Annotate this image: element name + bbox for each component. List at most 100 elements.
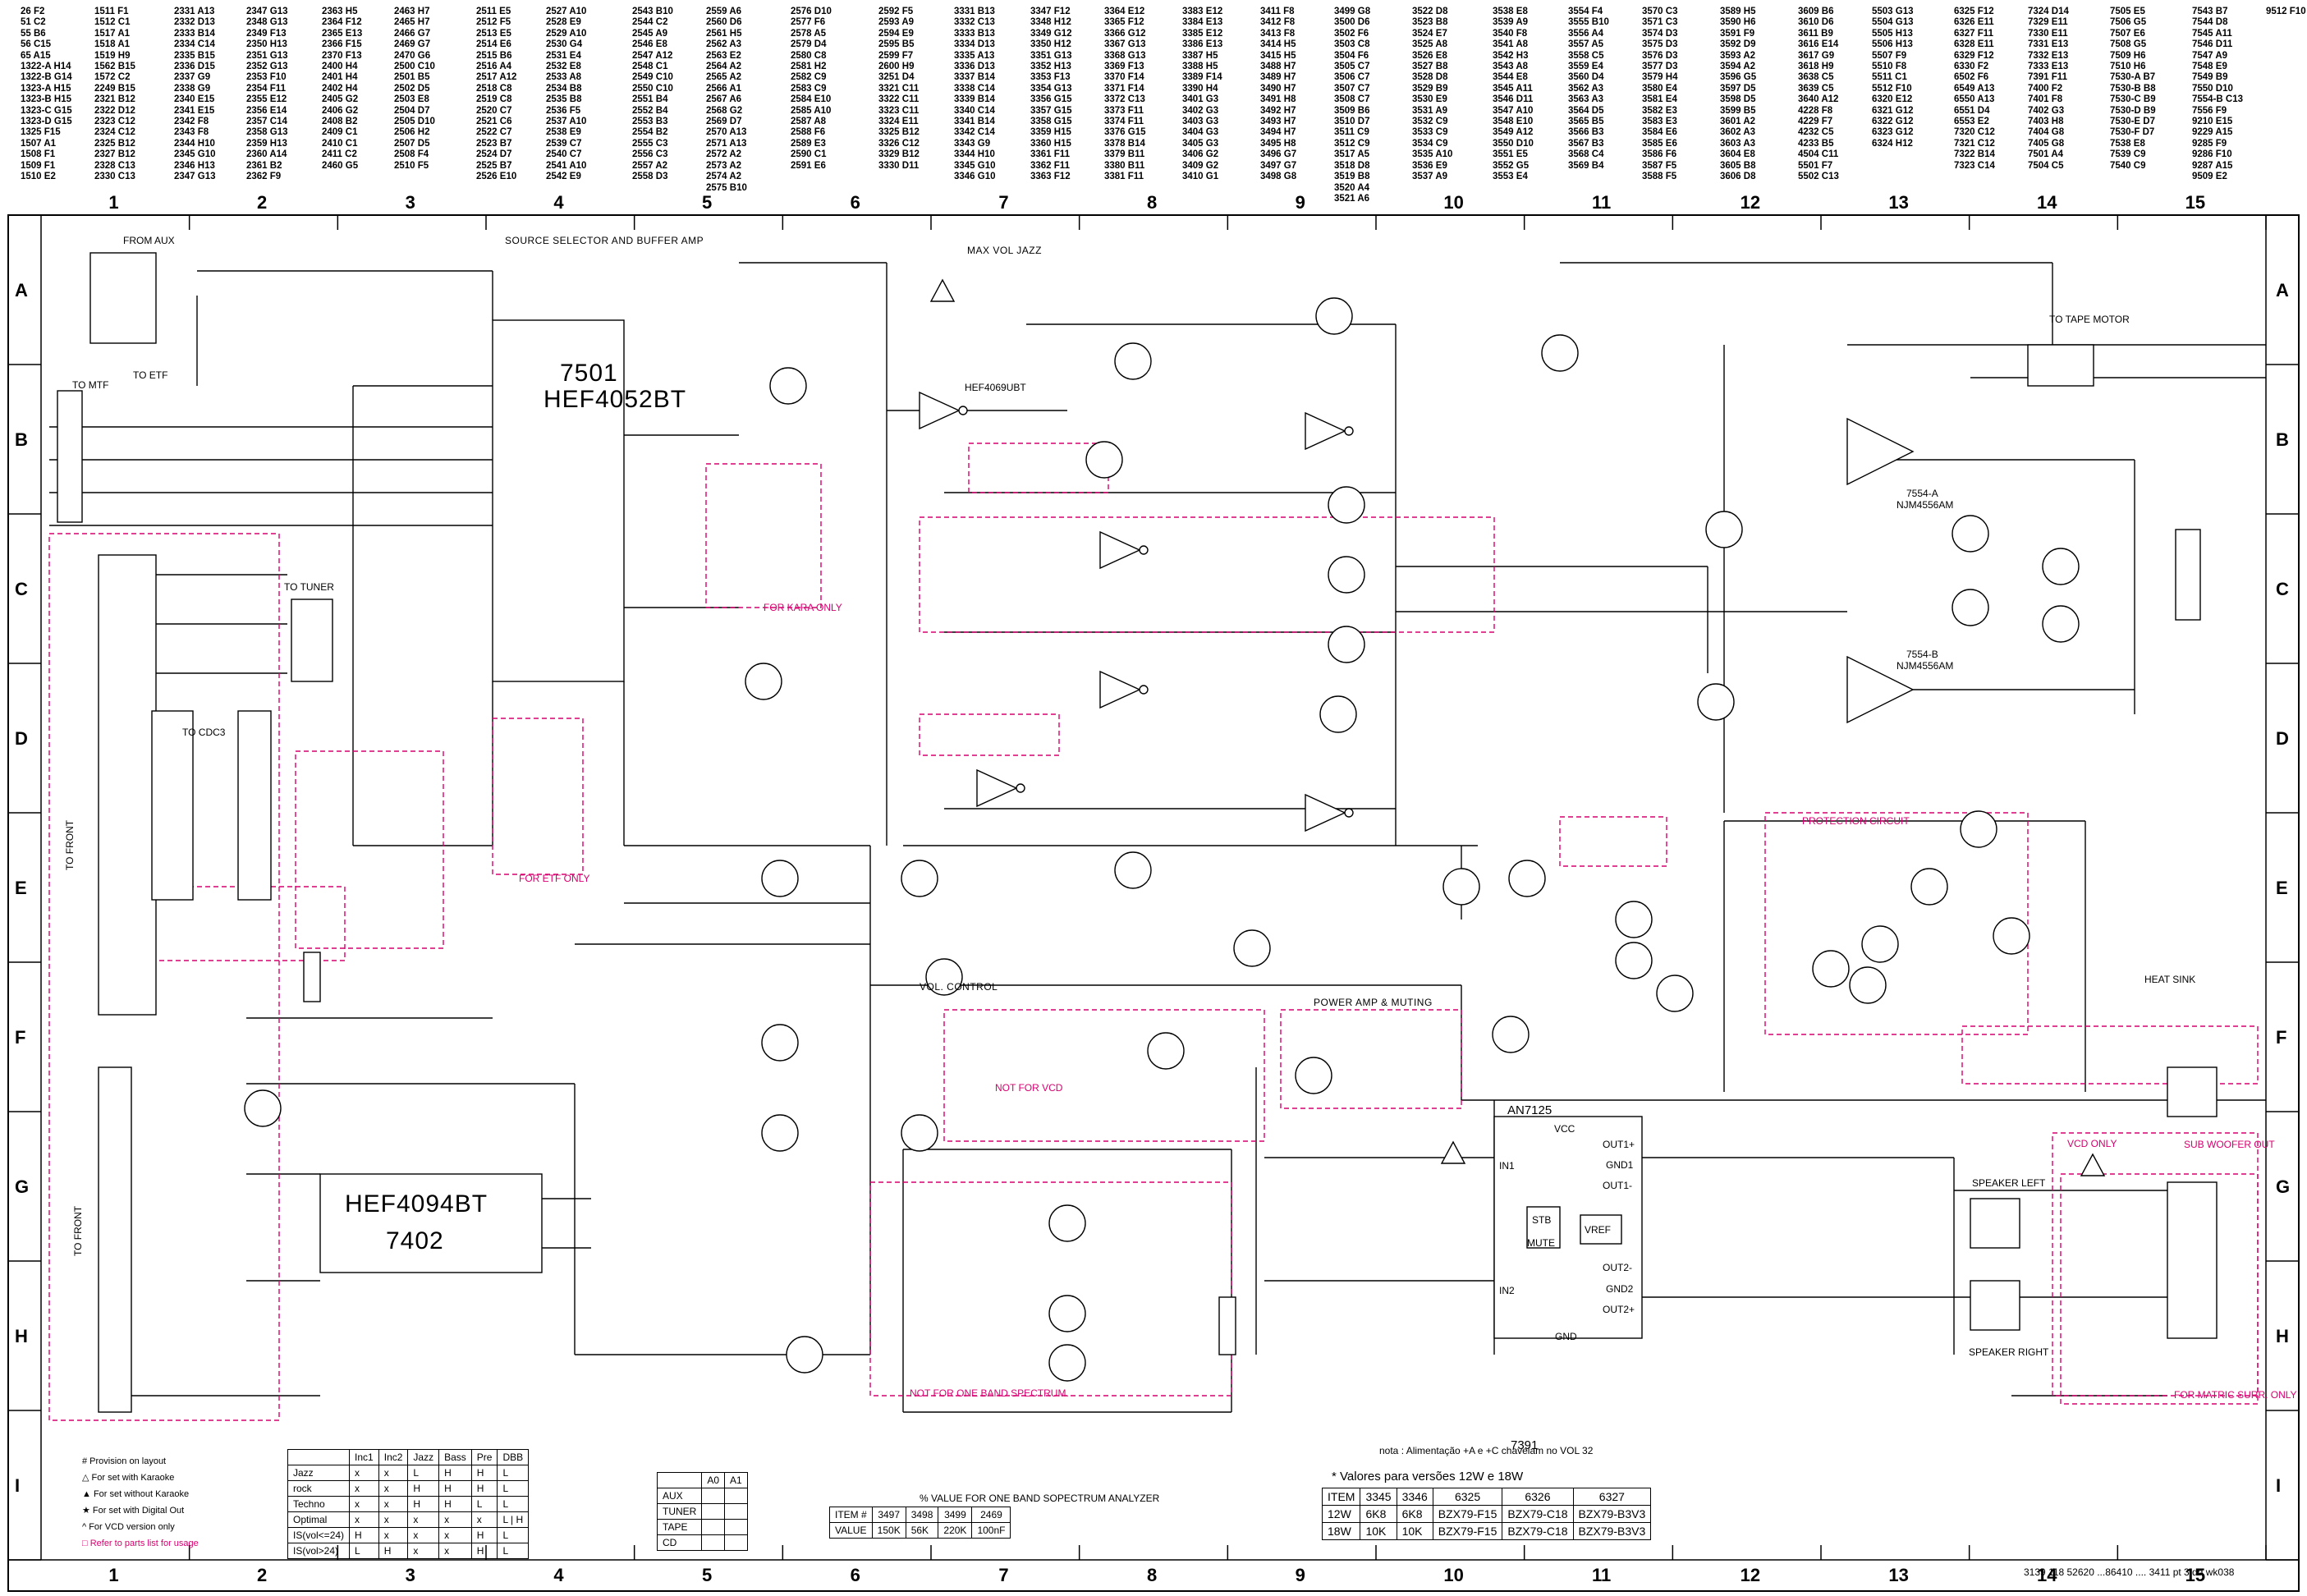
transistor (1508, 860, 1546, 897)
grid-row-letter: G (2276, 1176, 2291, 1197)
an7125-out1m: OUT1- (1603, 1180, 1632, 1191)
index-column: 2347 G13 2348 G13 2349 F13 2350 H13 2351… (246, 7, 288, 182)
table-cell: x (407, 1543, 440, 1559)
index-column: 3364 E12 3365 F12 3366 G12 3367 G13 3368… (1104, 7, 1146, 182)
an7125-in2: IN2 (1499, 1285, 1515, 1296)
table-cell: L (407, 1465, 440, 1481)
index-column: 2331 A13 2332 D13 2333 B14 2334 C14 2335… (174, 7, 216, 182)
transistor (1319, 695, 1357, 733)
transistor (1952, 589, 1989, 626)
table-cell: x (349, 1480, 379, 1497)
grid-column-number: 4 (553, 192, 564, 213)
connector-tape-motor (2027, 344, 2094, 387)
table-header-cell: 3499 (938, 1507, 973, 1523)
table-cell: H (407, 1480, 440, 1497)
grid-column-number: 1 (108, 1565, 119, 1585)
grid-row-letter: B (15, 429, 28, 450)
table-cell: x (349, 1496, 379, 1512)
title-to-mtf: TO MTF (72, 379, 109, 391)
gate-bubble (1139, 685, 1149, 695)
title-for-kara-only: FOR KARA ONLY (764, 602, 842, 613)
table-header-cell: ITEM # (829, 1507, 873, 1523)
table-header-cell: Pre (470, 1449, 498, 1465)
ic7554a-part: NJM4556AM (1897, 499, 1954, 511)
transistor (244, 1089, 282, 1127)
table-header-cell: Inc2 (378, 1449, 409, 1465)
speaker-right-1 (1970, 1280, 2020, 1331)
gate-bubble (958, 406, 968, 415)
grid-column-number: 6 (850, 1565, 860, 1585)
gate-bubble (1139, 545, 1149, 555)
transistor (1442, 868, 1480, 906)
title-to-cdc3: TO CDC3 (182, 727, 226, 738)
grid-column-number: 6 (850, 192, 860, 213)
gate-triangle (1099, 670, 1141, 709)
table-cell: x (407, 1511, 440, 1528)
table-cell: x (349, 1465, 379, 1481)
option-boundary (295, 750, 444, 949)
option-boundary (1280, 1009, 1462, 1109)
version-caption: * Valores para versões 12W e 18W (1332, 1470, 1524, 1484)
grid-column-number: 15 (2185, 192, 2206, 213)
table-row: TUNER (656, 1503, 748, 1520)
table-cell: x (378, 1465, 409, 1481)
table-header-cell: 2469 (971, 1507, 1011, 1523)
connector-front-top (98, 554, 157, 1016)
title-power-amp: POWER AMP & MUTING (1314, 997, 1433, 1008)
table-cell: L | H (497, 1511, 530, 1528)
table-cell: IS(vol<=24) (287, 1527, 351, 1543)
warning-triangle (1440, 1140, 1466, 1164)
grid-column-number: 1 (108, 192, 119, 213)
legend-item: ^ For VCD version only (82, 1522, 175, 1532)
an7125-out1p: OUT1+ (1603, 1139, 1635, 1150)
transistor (1492, 1016, 1530, 1053)
gate-triangle (1099, 530, 1141, 570)
ic7554b-ref: 7554-B (1906, 649, 1938, 660)
grid-row-letter: D (15, 728, 28, 749)
title-to-front-top: TO FRONT (64, 819, 76, 870)
ic7501-part: HEF4052BT (543, 386, 687, 413)
option-boundary (492, 718, 584, 875)
transistor (2042, 605, 2080, 643)
index-column: 2559 A6 2560 D6 2561 H5 2562 A3 2563 E2 … (706, 7, 747, 193)
index-column: 7543 B7 7544 D8 7545 A11 7546 D11 7547 A… (2192, 7, 2244, 182)
ic7501-ref: 7501 (560, 360, 618, 387)
grid-row-letter: D (2276, 728, 2289, 749)
opamp-triangle (1846, 655, 1915, 724)
index-column: 3554 F4 3555 B10 3556 A4 3557 A5 3558 C5… (1568, 7, 1609, 171)
table-cell: H (438, 1480, 472, 1497)
title-vcd-only: VCD ONLY (2067, 1138, 2117, 1149)
table-header-cell: 3498 (905, 1507, 939, 1523)
table-cell: 100nF (971, 1522, 1011, 1539)
title-to-etf: TO ETF (133, 369, 168, 381)
table-cell: H (438, 1465, 472, 1481)
ic7554b-part: NJM4556AM (1897, 660, 1954, 672)
ic7402-part: HEF4094BT (345, 1190, 488, 1218)
transistor (1849, 966, 1887, 1004)
index-column: 3609 B6 3610 D6 3611 B9 3616 E14 3617 G9… (1798, 7, 1839, 182)
transistor (1952, 515, 1989, 553)
gate-triangle (976, 768, 1018, 808)
table-header-cell: 3345 (1360, 1488, 1397, 1506)
title-not-for-vcd: NOT FOR VCD (995, 1082, 1063, 1094)
table-cell: H (470, 1480, 498, 1497)
index-column: 7505 E5 7506 G5 7507 E6 7508 G5 7509 H6 … (2110, 7, 2156, 171)
an7125-out2m: OUT2- (1603, 1262, 1632, 1273)
grid-row-letter: A (2276, 280, 2289, 300)
connector-front-bottom (98, 1066, 132, 1413)
warning-triangle (929, 278, 956, 302)
option-boundary (919, 713, 1060, 756)
title-from-aux: FROM AUX (123, 235, 175, 246)
option-boundary (705, 463, 822, 608)
grid-column-number: 12 (1740, 192, 1761, 213)
table-header-cell: 6326 (1502, 1488, 1574, 1506)
connector-aux (89, 252, 157, 344)
index-column: 3570 C3 3571 C3 3574 D3 3575 D3 3576 D3 … (1642, 7, 1678, 182)
grid-column-number: 7 (998, 1565, 1009, 1585)
gate-triangle (1305, 411, 1346, 451)
table-cell: VALUE (829, 1522, 873, 1539)
